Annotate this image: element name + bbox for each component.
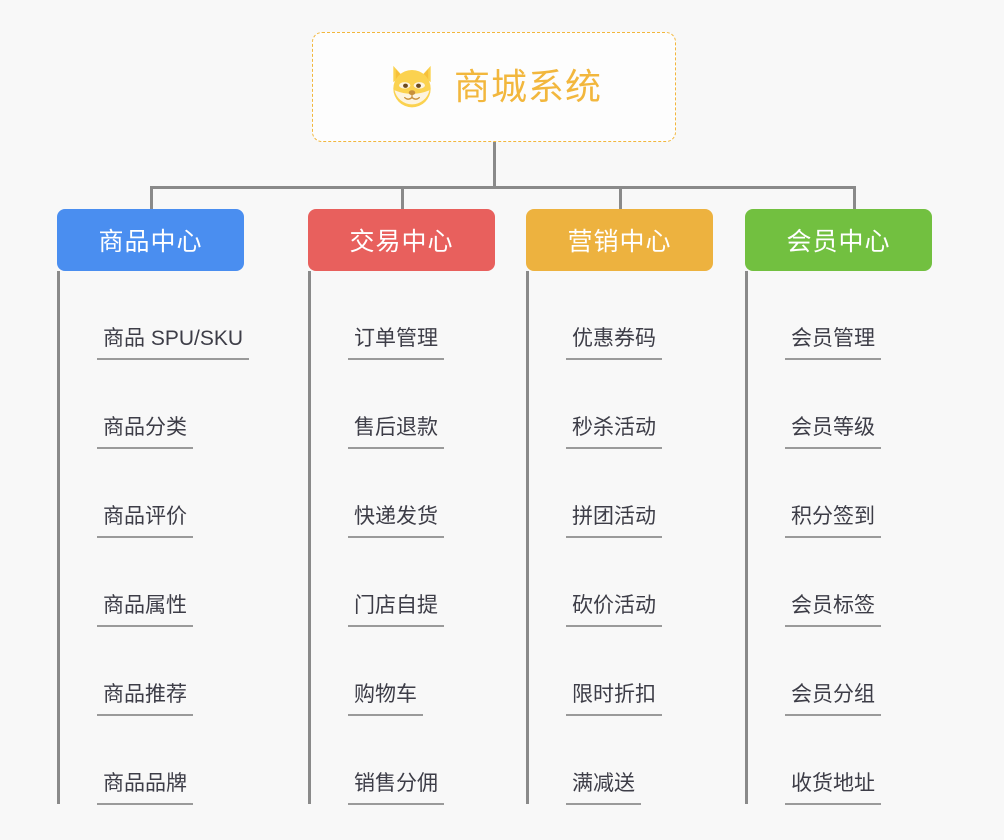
category-column-0: 商品中心 商品 SPU/SKU 商品分类 商品评价 商品属性 商品推荐 商品品牌 [57,209,250,805]
list-item[interactable]: 商品品牌 [57,716,249,805]
root-title: 商城系统 [453,66,602,107]
leaf-label: 会员等级 [785,417,881,449]
list-item[interactable]: 会员等级 [745,360,932,449]
list-item[interactable]: 订单管理 [308,271,495,360]
leaf-list-0: 商品 SPU/SKU 商品分类 商品评价 商品属性 商品推荐 商品品牌 [57,271,250,805]
connector-drop-3 [853,186,856,209]
leaf-label: 限时折扣 [566,684,662,716]
list-item[interactable]: 购物车 [308,627,495,716]
connector-root-stem [493,142,496,188]
leaf-label: 会员管理 [785,328,881,360]
connector-horizontal-bus [150,186,855,189]
leaf-list-2: 优惠券码 秒杀活动 拼团活动 砍价活动 限时折扣 满减送 [526,271,713,805]
list-item[interactable]: 商品 SPU/SKU [57,271,250,360]
category-header-0[interactable]: 商品中心 [57,209,244,271]
trunk-line-1 [308,271,311,804]
leaf-label: 会员分组 [785,684,881,716]
leaf-label: 快递发货 [348,506,444,538]
leaf-label: 售后退款 [348,417,444,449]
leaf-label: 秒杀活动 [566,417,662,449]
leaf-label: 商品评价 [97,506,193,538]
category-column-3: 会员中心 会员管理 会员等级 积分签到 会员标签 会员分组 收货地址 [745,209,932,805]
list-item[interactable]: 积分签到 [745,449,932,538]
leaf-label: 购物车 [348,684,423,716]
category-header-2[interactable]: 营销中心 [526,209,713,271]
leaf-label: 优惠券码 [566,328,662,360]
list-item[interactable]: 商品分类 [57,360,249,449]
leaf-label: 商品推荐 [97,684,193,716]
category-header-3[interactable]: 会员中心 [745,209,932,271]
trunk-line-0 [57,271,60,804]
list-item[interactable]: 商品推荐 [57,627,249,716]
leaf-label: 满减送 [566,773,641,805]
trunk-line-3 [745,271,748,804]
leaf-label: 积分签到 [785,506,881,538]
leaf-label: 商品属性 [97,595,193,627]
list-item[interactable]: 满减送 [526,716,713,805]
list-item[interactable]: 秒杀活动 [526,360,713,449]
list-item[interactable]: 拼团活动 [526,449,713,538]
category-label-3: 会员中心 [786,228,891,256]
list-item[interactable]: 会员标签 [745,538,932,627]
shiba-dog-icon [393,65,431,111]
list-item[interactable]: 收货地址 [745,716,932,805]
list-item[interactable]: 快递发货 [308,449,495,538]
list-item[interactable]: 砍价活动 [526,538,713,627]
leaf-list-1: 订单管理 售后退款 快递发货 门店自提 购物车 销售分佣 [308,271,495,805]
leaf-label: 订单管理 [348,328,444,360]
leaf-label: 砍价活动 [566,595,662,627]
connector-drop-1 [401,186,404,209]
category-label-2: 营销中心 [567,228,672,256]
connector-drop-2 [619,186,622,209]
list-item[interactable]: 商品评价 [57,449,249,538]
connector-drop-0 [150,186,153,209]
leaf-label: 商品 SPU/SKU [97,328,250,360]
category-label-1: 交易中心 [349,228,454,256]
list-item[interactable]: 会员分组 [745,627,932,716]
list-item[interactable]: 会员管理 [745,271,932,360]
leaf-label: 销售分佣 [348,773,444,805]
root-node[interactable]: 商城系统 [312,32,676,142]
category-label-0: 商品中心 [98,228,203,256]
list-item[interactable]: 限时折扣 [526,627,713,716]
category-column-1: 交易中心 订单管理 售后退款 快递发货 门店自提 购物车 销售分佣 [308,209,495,805]
leaf-label: 会员标签 [785,595,881,627]
leaf-label: 商品分类 [97,417,193,449]
leaf-label: 门店自提 [348,595,444,627]
leaf-label: 收货地址 [785,773,881,805]
list-item[interactable]: 商品属性 [57,538,249,627]
category-column-2: 营销中心 优惠券码 秒杀活动 拼团活动 砍价活动 限时折扣 满减送 [526,209,713,805]
leaf-label: 拼团活动 [566,506,662,538]
leaf-list-3: 会员管理 会员等级 积分签到 会员标签 会员分组 收货地址 [745,271,932,805]
category-header-1[interactable]: 交易中心 [308,209,495,271]
trunk-line-2 [526,271,529,804]
leaf-label: 商品品牌 [97,773,193,805]
list-item[interactable]: 售后退款 [308,360,495,449]
list-item[interactable]: 优惠券码 [526,271,713,360]
list-item[interactable]: 门店自提 [308,538,495,627]
list-item[interactable]: 销售分佣 [308,716,495,805]
